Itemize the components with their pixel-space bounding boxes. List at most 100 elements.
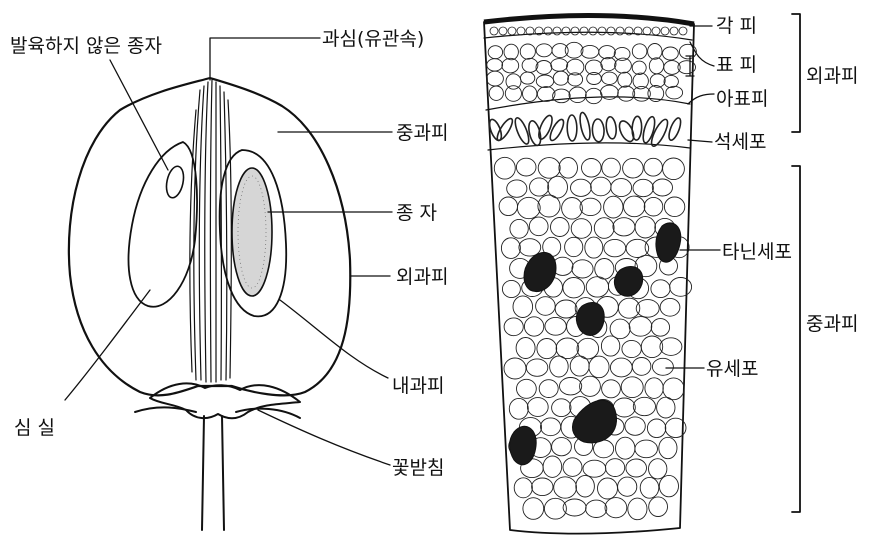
label-endocarp: 내과피 [392, 375, 444, 397]
cell [582, 159, 602, 178]
cell [652, 27, 660, 35]
bracket-label-mesocarp: 중과피 [806, 313, 858, 335]
cell [529, 217, 548, 236]
cell [623, 158, 644, 178]
cell [649, 459, 667, 479]
cell [572, 260, 593, 278]
cell [499, 197, 517, 216]
cell [618, 72, 632, 87]
cell [554, 477, 577, 498]
cell [560, 378, 582, 395]
label-locule: 심 실 [14, 417, 55, 439]
cell [679, 27, 687, 35]
cell [536, 44, 552, 57]
cell [494, 157, 515, 179]
cell [647, 419, 665, 438]
cell [509, 398, 528, 419]
cell [599, 46, 616, 59]
cell [632, 116, 643, 140]
bracket-label-exocarp: 외과피 [806, 65, 858, 87]
cell [507, 180, 527, 197]
cell [594, 218, 614, 239]
cell [613, 218, 635, 236]
cell [644, 158, 662, 176]
cell [506, 74, 521, 89]
cell [544, 27, 552, 35]
cell [559, 158, 578, 179]
cell [548, 118, 566, 143]
cell [652, 179, 672, 196]
cell [508, 27, 516, 35]
cell [604, 196, 623, 218]
cell [488, 46, 502, 59]
cell [556, 338, 579, 359]
cell [517, 197, 540, 218]
cell [513, 296, 533, 318]
hypodermis-boundary [486, 97, 690, 110]
cell [538, 195, 560, 217]
label-seed: 종 자 [396, 202, 437, 224]
cell [489, 86, 503, 100]
cell [567, 115, 577, 141]
tissue-brackets [792, 14, 800, 512]
cell [625, 417, 645, 435]
cell [536, 61, 552, 75]
cell [551, 59, 568, 72]
cell [592, 119, 605, 142]
cell [622, 340, 641, 357]
cell [563, 278, 585, 298]
cell [552, 44, 568, 58]
cell [605, 498, 627, 518]
cell [616, 27, 624, 35]
cell [580, 376, 601, 396]
cell [626, 459, 647, 477]
cell [651, 280, 670, 298]
cell [541, 418, 561, 436]
cell [632, 358, 651, 376]
cell [580, 198, 601, 215]
cell [591, 177, 611, 196]
cell [663, 378, 684, 400]
cell [616, 437, 635, 459]
cell [624, 196, 645, 217]
cell [618, 86, 635, 101]
cell [555, 300, 577, 318]
cell [632, 61, 646, 74]
cell [651, 319, 669, 337]
cell [502, 280, 520, 297]
cell [569, 87, 586, 103]
cell [644, 197, 663, 216]
cell [517, 379, 537, 398]
cell [640, 477, 659, 498]
label-undeveloped-seed: 발육하지 않은 종자 [10, 35, 162, 57]
cell [595, 259, 614, 280]
cell [510, 219, 528, 238]
cell [576, 475, 595, 497]
cell [536, 75, 553, 88]
cell [633, 397, 655, 415]
cell [604, 239, 626, 256]
cell [520, 44, 535, 59]
cell [581, 45, 599, 58]
cell [586, 88, 603, 103]
cell [649, 117, 671, 148]
cell [610, 319, 630, 339]
cell [550, 356, 569, 377]
fruit-section: 발육하지 않은 종자 과심(유관속) 중과피 종 자 외과피 내과피 심 실 꽃… [10, 28, 448, 530]
cell [610, 358, 632, 377]
cell [645, 378, 663, 399]
cell [648, 44, 662, 60]
cell [589, 356, 609, 378]
cell [635, 217, 655, 238]
cell [545, 317, 566, 335]
cell [598, 27, 606, 35]
tissue-section: 각 피 표 피 아표피 석세포 타닌세포 유세포 외과피 중과피 [484, 14, 858, 534]
cell [520, 72, 534, 84]
cell [586, 277, 608, 297]
cell [516, 158, 536, 176]
cell [663, 47, 679, 60]
cell [618, 477, 637, 496]
cell [586, 500, 607, 517]
cell [633, 179, 653, 196]
